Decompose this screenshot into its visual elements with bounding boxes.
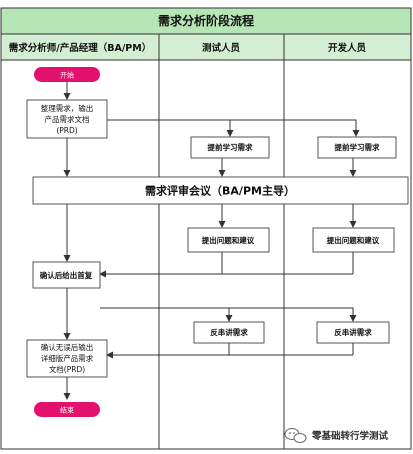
title-bar [0,7,412,35]
edge-confirm-reverse [100,307,354,321]
final-prd-node [26,339,108,378]
wechat-icon [284,428,307,443]
prestudy-dev-node [317,136,397,159]
lane-header-tester: 测试人员 [202,42,241,54]
issues-dev-label: 提出问题和建议 [327,235,380,245]
reverse-test-node [193,321,265,344]
reverse-dev-label: 反串讲需求 [334,327,372,337]
prestudy-dev-label: 提前学习需求 [335,142,380,152]
confirm-draft-node [32,261,101,289]
lane-header-row [0,33,412,61]
end-node-label: 结束 [60,406,74,415]
issues-test-node [187,227,270,253]
lane-body [0,59,412,450]
organize-prd-line-3: (PRD) [56,126,77,135]
watermark-text: 零基础转行学测试 [311,430,389,442]
reverse-test-label: 反串讲需求 [210,327,248,337]
final-prd-line-1: 确认无误后输出 [41,342,94,352]
end-node [34,402,100,417]
review-meeting-node [32,176,409,205]
reverse-dev-node [316,321,390,344]
confirm-draft-label: 确认后给出首复 [40,270,93,280]
diagram-title: 需求分析阶段流程 [158,13,254,28]
final-prd-line-3: 文档(PRD) [49,364,85,374]
prestudy-test-node [190,136,270,159]
issues-dev-node [312,227,395,253]
review-meeting-label: 需求评审会议（BA/PM主导） [145,184,295,198]
lane-header-developer: 开发人员 [328,42,367,54]
final-prd-line-2: 详细版产品需求 [41,353,94,363]
issues-test-label: 提出问题和建议 [202,235,255,245]
start-node [34,67,100,82]
organize-prd-node [26,99,108,139]
organize-prd-line-2: 产品需求文档 [45,114,90,124]
edge-organize-prestudy [107,119,357,136]
start-node-label: 开始 [60,71,74,80]
prestudy-test-label: 提前学习需求 [208,142,253,152]
lane-header-ba-pm: 需求分析师/产品经理（BA/PM） [9,42,151,54]
flow-edges [63,82,360,400]
organize-prd-line-1: 整理需求，输出 [41,103,94,113]
